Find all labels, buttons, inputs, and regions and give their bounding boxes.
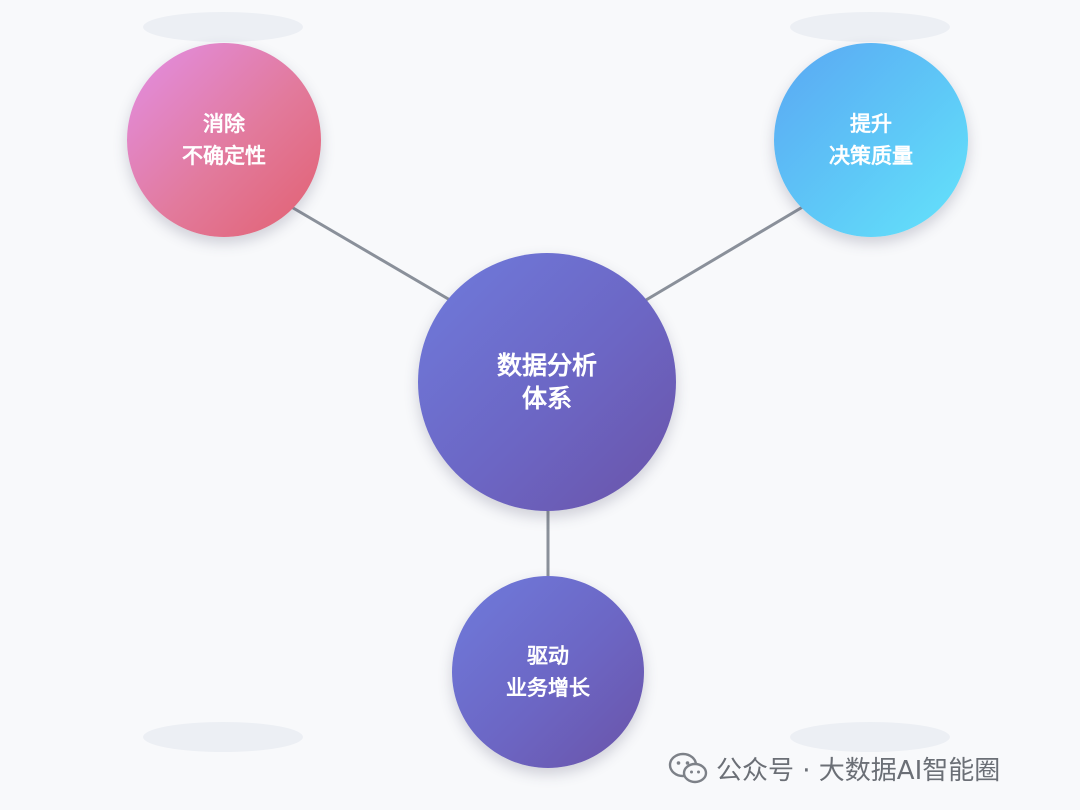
- node-drive-business-growth: 驱动 业务增长: [452, 576, 644, 768]
- node-label-line2: 业务增长: [506, 676, 590, 700]
- connector-center-top-left: [287, 203, 451, 302]
- node-label-line1: 消除: [203, 112, 245, 136]
- decorative-ellipse: [790, 12, 950, 42]
- node-label-line1: 提升: [850, 112, 892, 136]
- node-eliminate-uncertainty: 消除 不确定性: [127, 43, 321, 237]
- node-label-line2: 体系: [521, 384, 572, 413]
- watermark-text: 公众号 · 大数据AI智能圈: [716, 755, 1001, 786]
- node-improve-decision-quality: 提升 决策质量: [774, 43, 968, 237]
- node-data-analysis-system: 数据分析 体系: [418, 253, 676, 511]
- node-label-line1: 驱动: [527, 644, 569, 668]
- node-label-line2: 决策质量: [829, 144, 913, 168]
- decorative-ellipse: [143, 722, 303, 752]
- node-label-line1: 数据分析: [496, 351, 597, 380]
- watermark: 公众号 · 大数据AI智能圈: [668, 748, 1000, 788]
- decorative-ellipse: [790, 722, 950, 752]
- node-label-line2: 不确定性: [182, 144, 266, 168]
- wechat-icon: [668, 752, 708, 784]
- connector-center-top-right: [645, 203, 807, 302]
- decorative-ellipse: [143, 12, 303, 42]
